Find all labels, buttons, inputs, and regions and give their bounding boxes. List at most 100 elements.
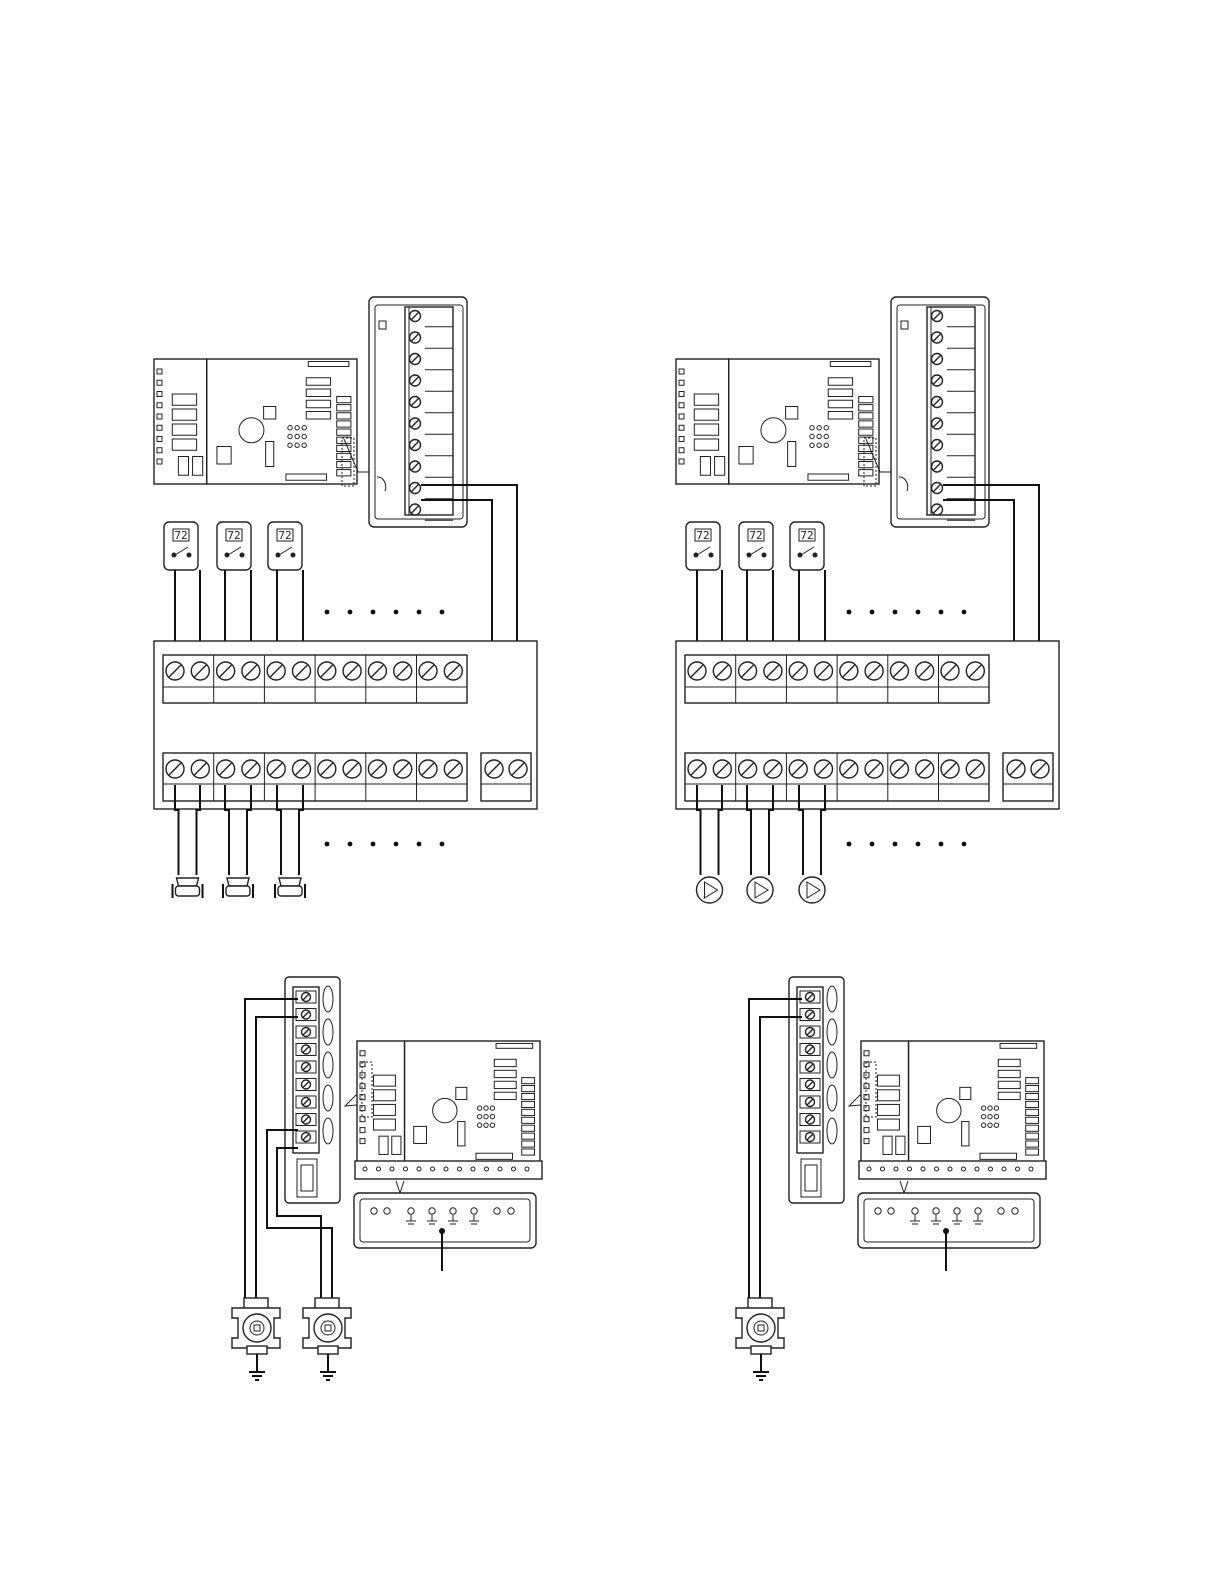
terminal-screw <box>166 760 184 778</box>
pump-base <box>751 1346 771 1354</box>
terminal-screw <box>941 760 959 778</box>
terminal-screw <box>302 1010 311 1019</box>
terminal-screw <box>806 1045 815 1054</box>
dot <box>939 610 944 615</box>
circulator-pump-icon <box>303 1298 351 1380</box>
terminal-screw <box>410 461 421 472</box>
terminal-screw <box>1007 760 1025 778</box>
terminal-screw <box>302 1045 311 1054</box>
terminal-screw <box>932 440 943 451</box>
thermostat-icon: 72 <box>739 522 773 570</box>
terminal-screw <box>302 993 311 1002</box>
terminal-screw <box>318 662 336 680</box>
dot <box>870 610 875 615</box>
thermostat-display: 72 <box>696 529 709 542</box>
terminal-screw <box>293 760 311 778</box>
thermostat-display: 72 <box>278 529 291 542</box>
terminal-screw <box>318 760 336 778</box>
pump-base <box>318 1346 338 1354</box>
control-board-pcb <box>861 1041 1044 1163</box>
terminal-screw <box>713 662 731 680</box>
terminal-screw <box>713 760 731 778</box>
terminal-screw <box>410 311 421 322</box>
callout-pointer <box>900 1181 908 1193</box>
terminal-screw <box>485 760 503 778</box>
terminal-screw <box>166 662 184 680</box>
terminal-screw <box>865 662 883 680</box>
terminal-screw <box>916 760 934 778</box>
terminal-screw <box>217 760 235 778</box>
control-board <box>859 1041 1046 1179</box>
terminal-screw <box>806 1098 815 1107</box>
terminal-screw <box>302 1028 311 1037</box>
thermostat-icon: 72 <box>217 522 251 570</box>
dot <box>325 610 330 615</box>
terminal-screw <box>394 662 412 680</box>
terminal-screw <box>806 1133 815 1142</box>
terminal-screw <box>840 760 858 778</box>
terminal-screw <box>941 662 959 680</box>
terminal-screw <box>444 760 462 778</box>
pump-motor <box>747 1314 775 1342</box>
terminal-screw <box>191 760 209 778</box>
dot <box>962 842 967 847</box>
terminal-screw <box>293 662 311 680</box>
dot <box>440 610 445 615</box>
terminal-screw <box>890 760 908 778</box>
terminal-screw <box>932 354 943 365</box>
terminal-block-callout <box>891 297 989 527</box>
terminal-screw <box>806 1063 815 1072</box>
circulator-symbol <box>799 877 825 903</box>
terminal-screw <box>410 440 421 451</box>
terminal-screw <box>739 662 757 680</box>
dot <box>916 610 921 615</box>
terminal-screw <box>806 1115 815 1124</box>
terminal-screw <box>343 760 361 778</box>
thermostat-icon: 72 <box>268 522 302 570</box>
power-terminal-strip <box>481 753 531 801</box>
relay-module <box>154 359 207 484</box>
zone-valve-icon <box>275 878 305 898</box>
dot <box>394 610 399 615</box>
zone-control-housing <box>676 641 1059 809</box>
terminal-screw <box>932 461 943 472</box>
terminal-screw <box>410 504 421 515</box>
dot <box>417 610 422 615</box>
terminal-screw <box>932 418 943 429</box>
terminal-screw <box>806 993 815 1002</box>
circulator-symbol <box>747 877 773 903</box>
continuation-dots <box>847 842 967 847</box>
dot <box>325 842 330 847</box>
relay-module <box>861 1041 909 1163</box>
callout-frame <box>354 1193 536 1248</box>
terminal-block-callout <box>369 297 467 527</box>
dot <box>893 610 898 615</box>
main-board <box>405 1041 540 1163</box>
terminal-screw <box>419 760 437 778</box>
circulator-pump-icon <box>736 1298 784 1380</box>
main-board <box>909 1041 1044 1163</box>
continuation-dots <box>325 842 445 847</box>
relay-terminal-callout <box>789 977 844 1203</box>
pump-base <box>247 1346 267 1354</box>
callout-pointer <box>396 1181 404 1193</box>
relay-module <box>676 359 729 484</box>
dot <box>440 842 445 847</box>
terminal-screw <box>806 1080 815 1089</box>
terminal-screw <box>394 760 412 778</box>
dot <box>371 842 376 847</box>
panel-circulators: 727272 <box>676 297 1059 903</box>
continuation-dots <box>847 610 967 615</box>
circulator-symbol <box>697 877 723 903</box>
dot <box>394 842 399 847</box>
terminal-screw <box>932 375 943 386</box>
dot <box>870 842 875 847</box>
terminal-screw <box>410 332 421 343</box>
zone-control-housing <box>154 641 537 809</box>
terminal-screw <box>890 662 908 680</box>
terminal-screw <box>302 1080 311 1089</box>
callout-frame <box>858 1193 1040 1248</box>
thermostat-display: 72 <box>174 529 187 542</box>
terminal-screw <box>764 662 782 680</box>
terminal-screw <box>815 760 833 778</box>
